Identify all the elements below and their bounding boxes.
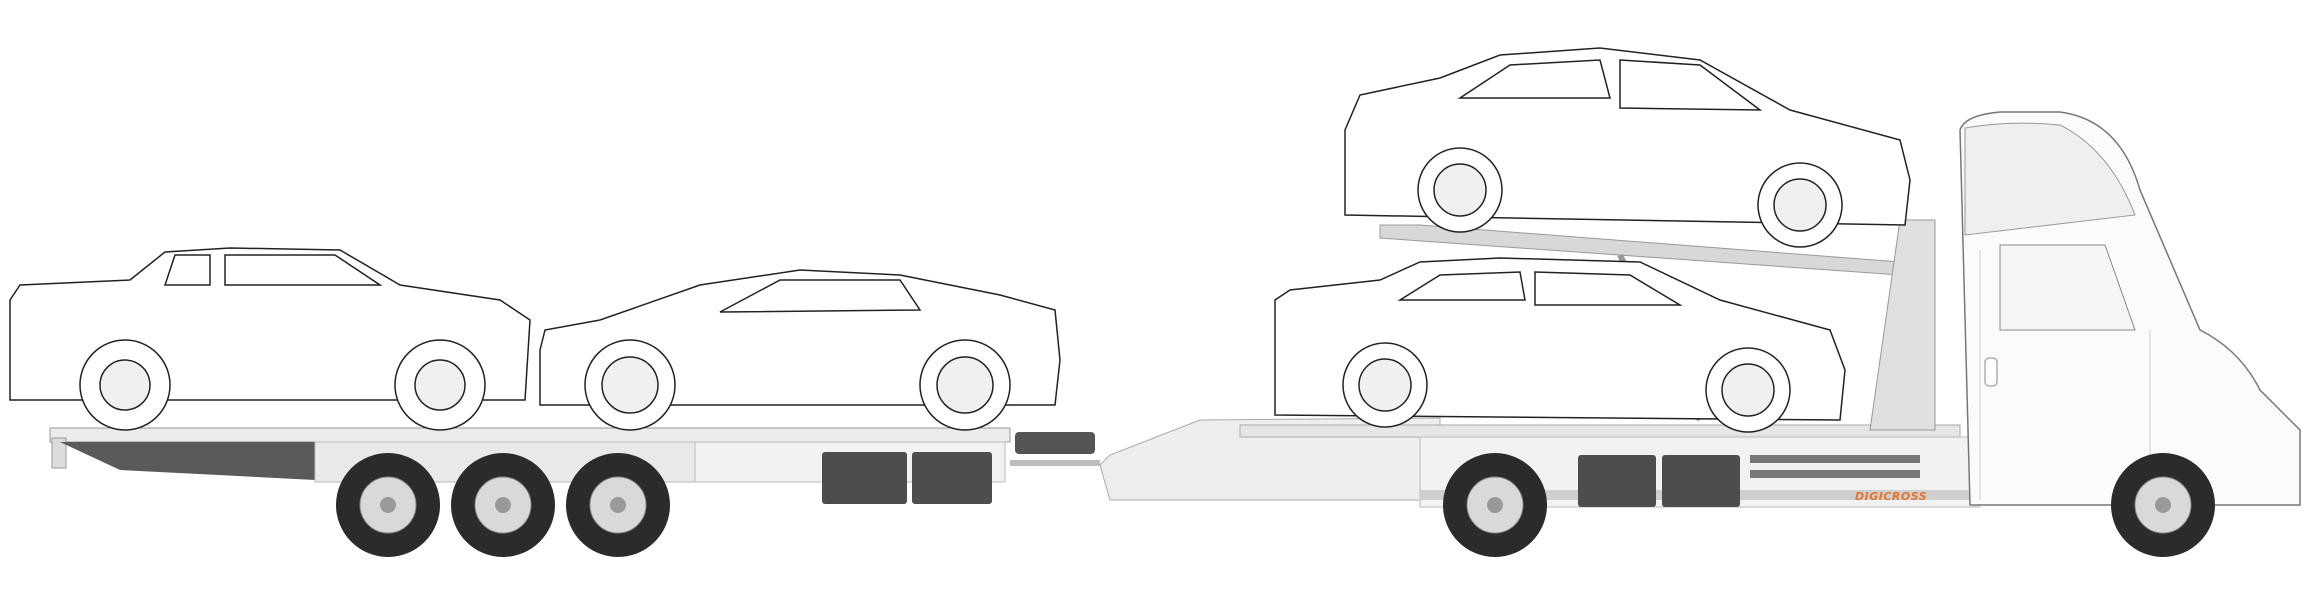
cab-roof-fairing: [1964, 122, 2136, 236]
cab-mirror: [1984, 357, 1998, 387]
sedan-upper-deck: [1344, 47, 1911, 248]
trailer-deck: [49, 427, 1011, 443]
trailer-toolbox-1: [822, 452, 907, 504]
sedan-lower-deck: [1274, 257, 1846, 433]
cab-window: [1999, 244, 2136, 331]
trailer-side-skirt: [60, 442, 315, 480]
trailer-toolbox-2: [912, 452, 992, 504]
trailer: [49, 427, 1100, 557]
trailer-wheel-2: [451, 453, 555, 557]
truck-lower-deck: [1239, 424, 1961, 438]
trailer-front-stub: [51, 437, 67, 469]
brand-label: DIGICROSS: [1855, 490, 1927, 503]
drawbar: [1010, 460, 1100, 466]
truck-rear-wheel: [1443, 453, 1547, 557]
trailer-wheel-1: [336, 453, 440, 557]
truck-mast: [1869, 219, 1936, 431]
sports-coupe: [539, 269, 1061, 431]
truck-ramp: [1099, 417, 1441, 501]
drawbar-box: [1015, 432, 1095, 454]
truck: DIGICROSS: [1099, 111, 2301, 557]
trailer-wheel-3: [566, 453, 670, 557]
truck-toolbox-2: [1662, 455, 1740, 507]
truck-toolbox-1: [1578, 455, 1656, 507]
truck-front-wheel: [2111, 453, 2215, 557]
pickup-truck: [9, 247, 531, 431]
